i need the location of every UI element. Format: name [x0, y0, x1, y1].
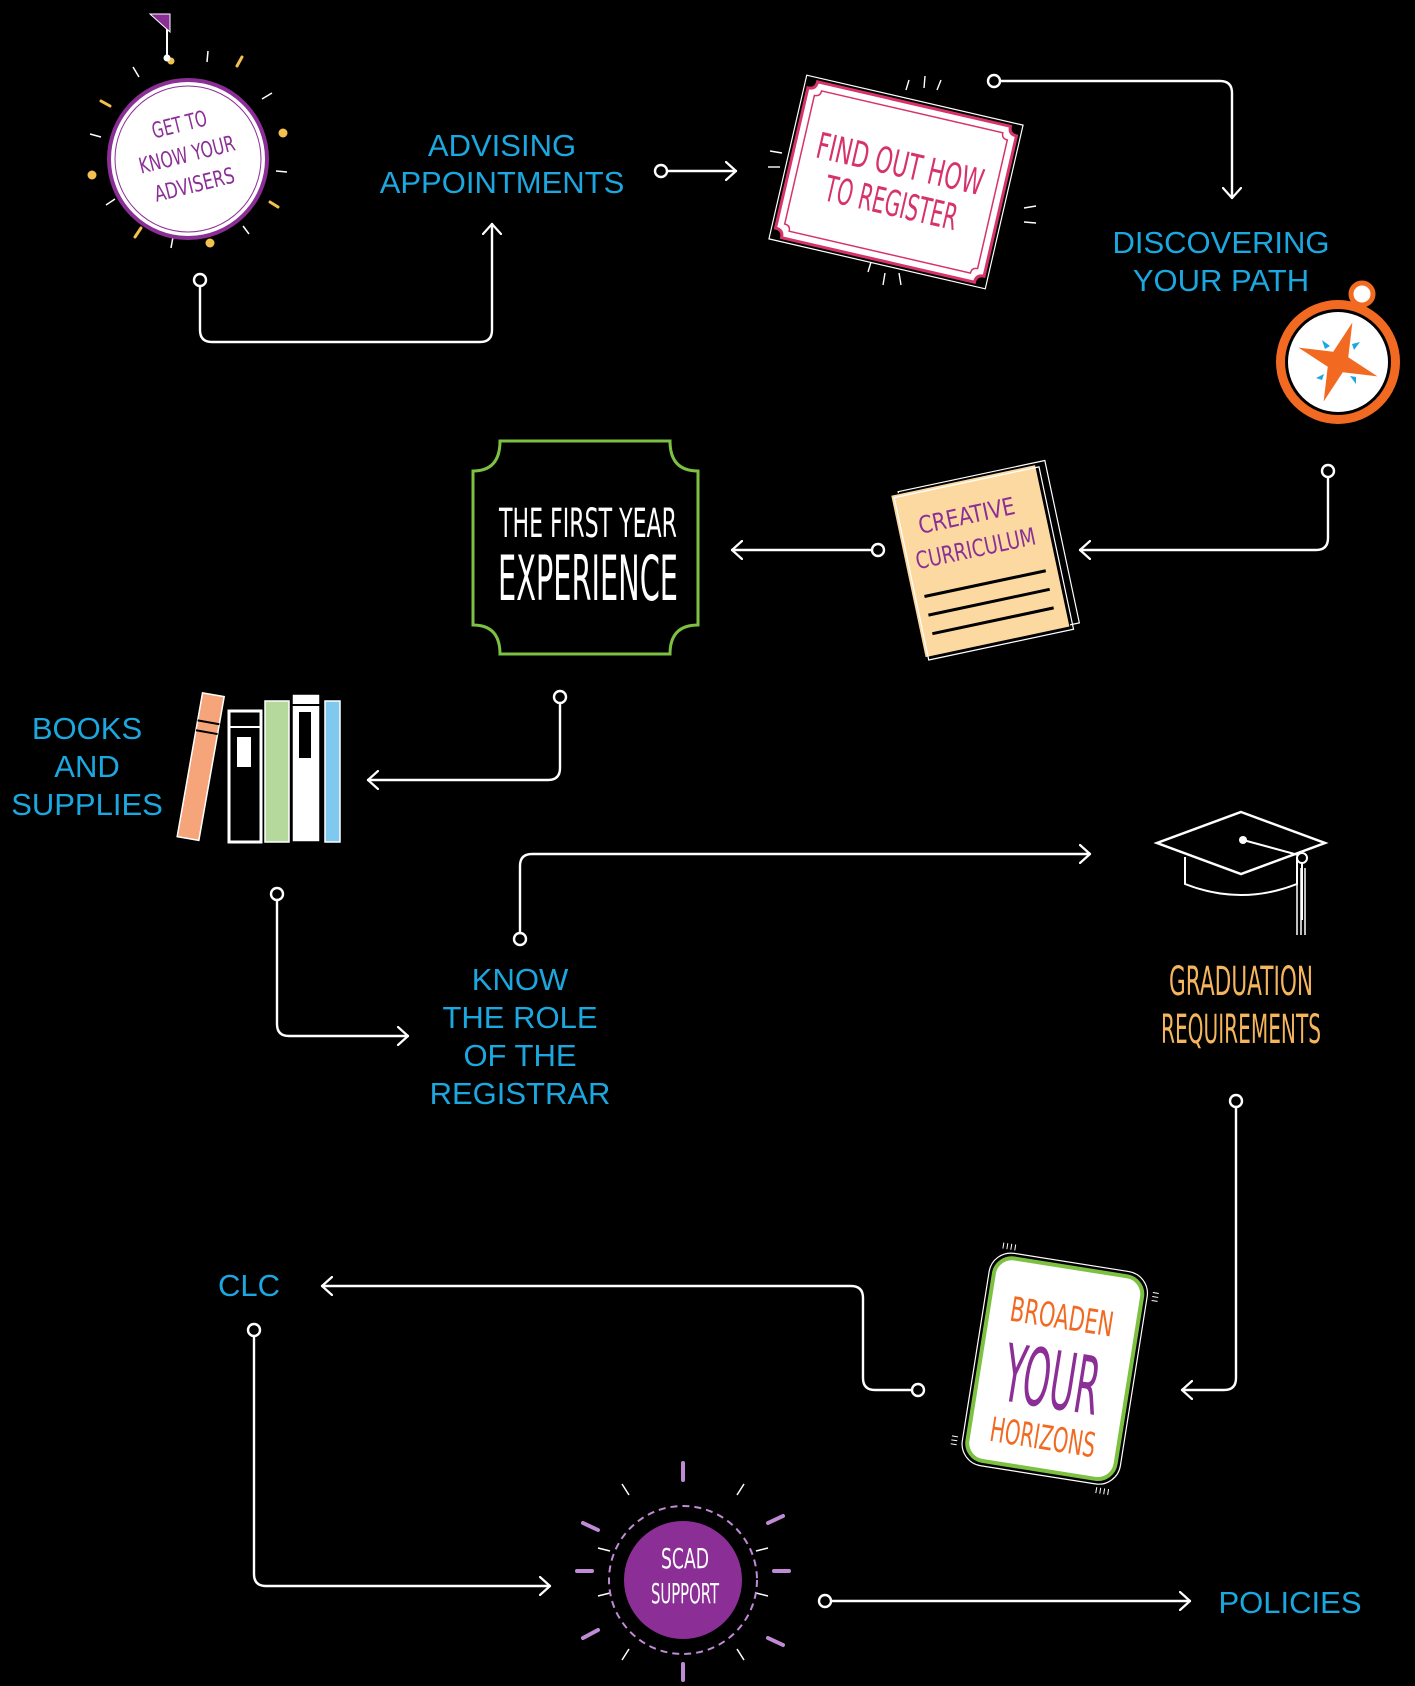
advising-label-line-1: ADVISING [428, 128, 576, 163]
graduation-label-line-1: GRADUATION [1169, 959, 1313, 1005]
path-label-line-1: DISCOVERING [1112, 225, 1329, 260]
ticket-card-icon [768, 74, 1037, 290]
notepad-icon [890, 459, 1081, 661]
first-year-label-line-1: THE FIRST YEAR [498, 501, 677, 547]
sunburst-badge-icon [575, 1461, 791, 1682]
graduation-label-line-2: REQUIREMENTS [1161, 1007, 1321, 1053]
node-clc[interactable]: CLC [218, 1268, 280, 1303]
connector-graduation-to-horizons [1180, 1093, 1244, 1390]
support-label-line-2: SUPPORT [651, 1577, 719, 1610]
node-curriculum[interactable]: CREATIVE CURRICULUM [890, 459, 1081, 661]
compass-icon [1276, 280, 1400, 424]
connector-support-to-policies [817, 1595, 1192, 1607]
registrar-label-line-2: THE ROLE [442, 1000, 597, 1035]
registrar-label-line-4: REGISTRAR [430, 1076, 611, 1111]
connector-first-year-to-books [366, 689, 568, 780]
node-advisers[interactable]: GET TO KNOW YOUR ADVISERS [87, 13, 288, 249]
advising-label-line-2: APPOINTMENTS [380, 165, 625, 200]
node-registrar[interactable]: KNOW THE ROLE OF THE REGISTRAR [430, 962, 611, 1111]
node-graduation[interactable]: GRADUATION REQUIREMENTS [1153, 810, 1329, 1053]
books-label-line-2: AND [54, 749, 119, 784]
connector-advising-to-register [653, 165, 738, 177]
connector-advisers-to-advising [192, 222, 492, 344]
graduation-cap-icon [1153, 810, 1329, 935]
framed-badge-icon [471, 439, 700, 656]
node-horizons[interactable]: BROADEN YOUR HORIZONS [947, 1239, 1163, 1498]
books-icon [176, 691, 341, 844]
first-year-label-line-2: EXPERIENCE [498, 542, 678, 615]
sunburst-flag-icon [87, 13, 288, 249]
registrar-label-line-3: OF THE [463, 1038, 576, 1073]
node-books[interactable]: BOOKS AND SUPPLIES [11, 691, 341, 844]
clc-label: CLC [218, 1268, 280, 1303]
connector-register-to-path [986, 73, 1232, 200]
node-path[interactable]: DISCOVERING YOUR PATH [1112, 225, 1400, 424]
connector-path-to-curriculum [1078, 463, 1336, 550]
policies-label: POLICIES [1219, 1585, 1362, 1620]
horizons-label-line-2: YOUR [997, 1327, 1107, 1434]
connector-clc-to-support [246, 1322, 552, 1586]
stamp-card-icon [950, 1242, 1159, 1496]
node-advising[interactable]: ADVISING APPOINTMENTS [380, 128, 625, 200]
path-label-line-2: YOUR PATH [1133, 263, 1309, 298]
books-label-line-3: SUPPLIES [11, 787, 163, 822]
books-label-line-1: BOOKS [32, 711, 142, 746]
node-policies[interactable]: POLICIES [1219, 1585, 1362, 1620]
connector-horizons-to-clc [320, 1286, 926, 1398]
support-label-line-1: SCAD [661, 1542, 709, 1575]
connector-registrar-to-graduation [512, 854, 1092, 947]
connector-books-to-registrar [269, 886, 410, 1036]
node-register[interactable]: FIND OUT HOW TO REGISTER [768, 74, 1037, 290]
node-support[interactable]: SCAD SUPPORT [575, 1461, 791, 1682]
connector-curriculum-to-first-year [730, 544, 886, 556]
registrar-label-line-1: KNOW [472, 962, 569, 997]
node-first-year[interactable]: THE FIRST YEAR EXPERIENCE [471, 439, 700, 656]
